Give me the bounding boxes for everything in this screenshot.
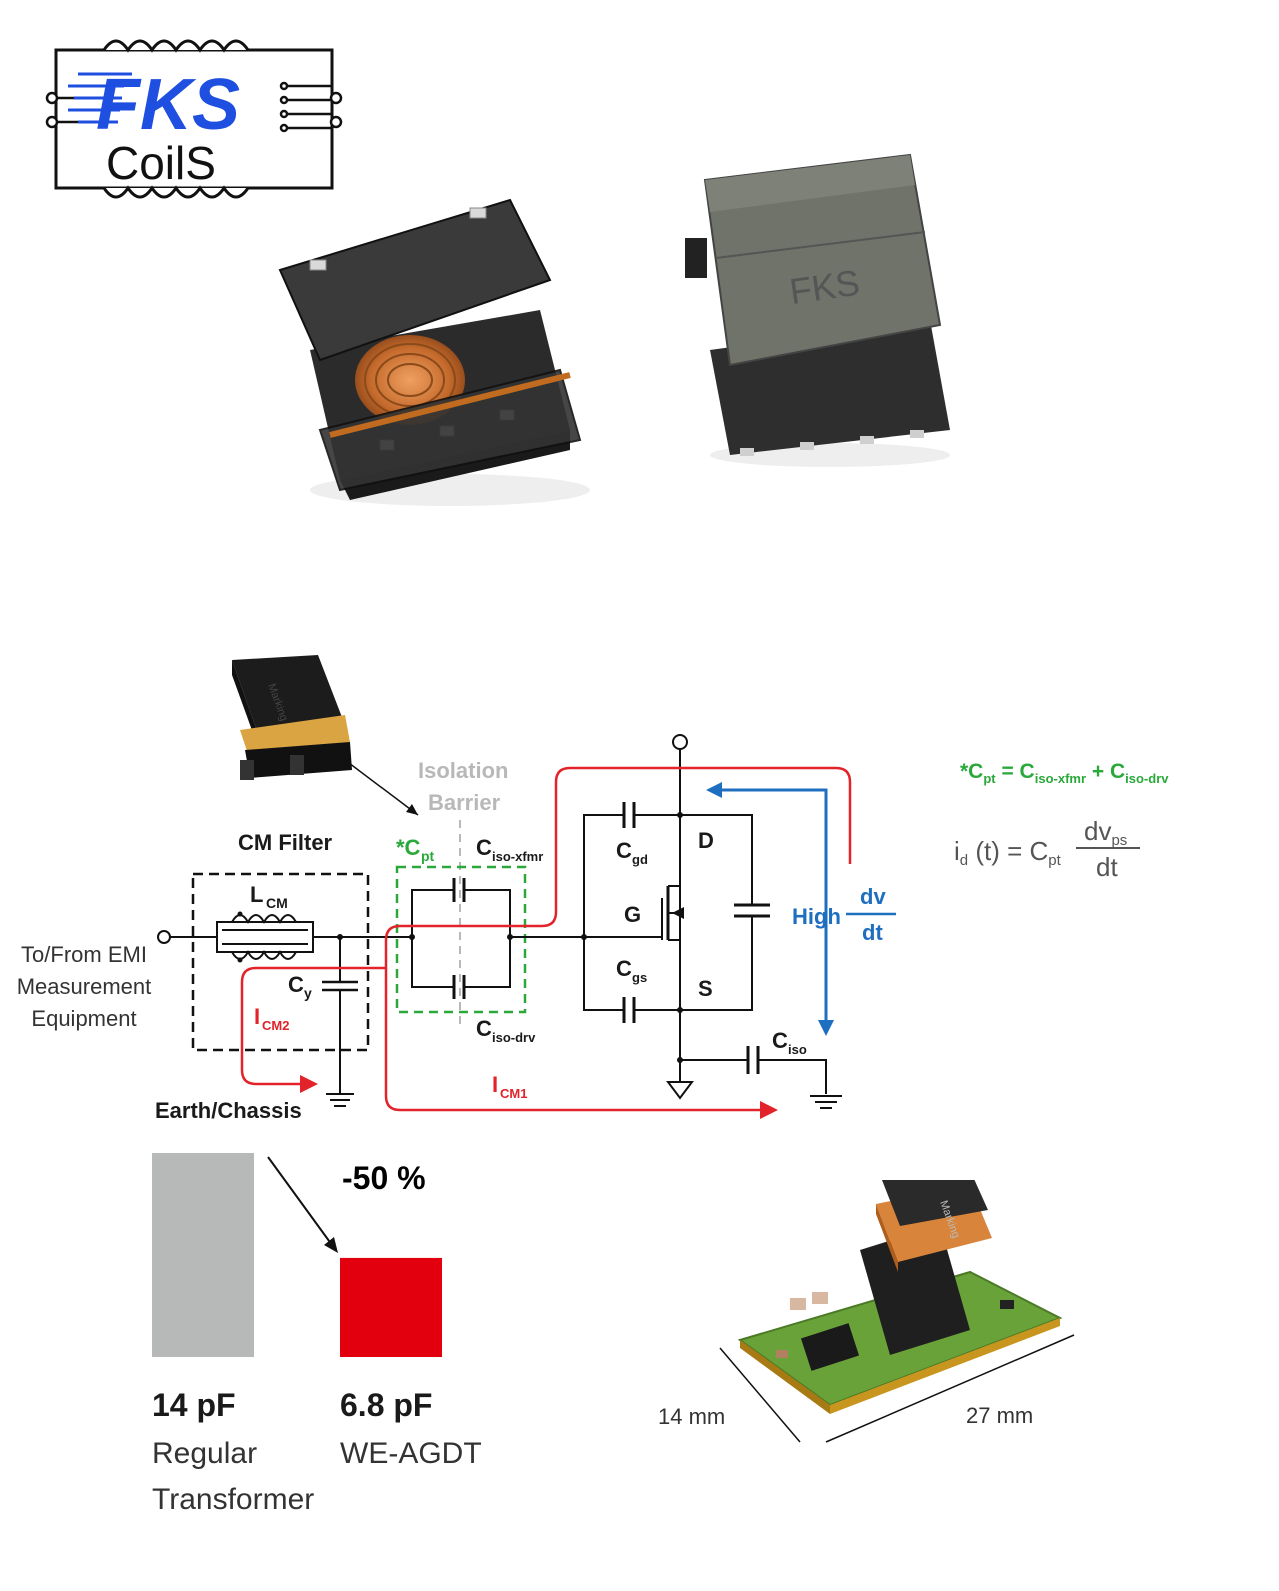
- coil-logo-graphic: FKS CoilS: [45, 39, 343, 199]
- svg-text:pt: pt: [421, 848, 435, 864]
- svg-text:D: D: [698, 828, 714, 853]
- isolation-barrier-label-1: Isolation: [418, 758, 508, 783]
- pcb-module-svg: Marking 14 mm 27 mm: [658, 1170, 1075, 1443]
- cm-filter-label: CM Filter: [238, 830, 333, 855]
- bar-value-label-1: 6.8 pF: [340, 1387, 433, 1423]
- part-marking-text: FKS: [787, 262, 862, 312]
- svg-text:gd: gd: [632, 852, 648, 867]
- ground-icon: [326, 1093, 354, 1107]
- open-transformer-icon: [278, 198, 590, 506]
- svg-text:Earth/Chassis: Earth/Chassis: [155, 1098, 302, 1123]
- svg-text:I: I: [492, 1072, 498, 1097]
- logo-coils-text: CoilS: [106, 137, 216, 189]
- bar-category-label-0a: Regular: [152, 1437, 258, 1470]
- supply-terminal: [672, 734, 688, 750]
- fks-coils-logo: FKS CoilS: [44, 34, 344, 204]
- icm1-current-path: [384, 766, 852, 1112]
- bar-value-label-0: 14 pF: [152, 1387, 236, 1423]
- svg-text:gs: gs: [632, 970, 647, 985]
- circuit-diagram: Marking Isolation Barrier CM Filter L CM: [0, 650, 980, 1130]
- formula-svg: *Cpt = Ciso-xfmr + Ciso-drv id (t) = Cpt…: [954, 760, 1169, 882]
- local-ground-icon: [666, 1081, 694, 1100]
- reduction-percent: -50 %: [342, 1160, 426, 1196]
- icm2-current-path: [240, 966, 386, 1086]
- dim-line-width: [719, 1347, 801, 1443]
- svg-text:CM1: CM1: [500, 1086, 527, 1101]
- capacitance-bar-chart: -50 % 14 pF 6.8 pF Regular Transformer W…: [140, 1145, 500, 1535]
- svg-text:iso-xfmr: iso-xfmr: [492, 849, 543, 864]
- svg-text:S: S: [698, 976, 713, 1001]
- dvdt-arrow: [712, 788, 828, 1030]
- earth-ground-icon: [810, 1095, 842, 1109]
- svg-text:C: C: [616, 838, 632, 863]
- open-transformer-photo: [270, 190, 600, 510]
- svg-text:I: I: [254, 1004, 260, 1029]
- svg-text:L: L: [250, 882, 263, 907]
- svg-text:iso: iso: [788, 1042, 807, 1057]
- id-formula: id (t) = Cpt: [954, 836, 1062, 869]
- closed-transformer-photo: FKS: [680, 150, 970, 470]
- svg-text:Equipment: Equipment: [31, 1006, 136, 1031]
- closed-transformer-icon: FKS: [685, 153, 950, 467]
- svg-text:*C: *C: [396, 835, 421, 860]
- svg-text:dt: dt: [1096, 852, 1118, 882]
- bar-0: [152, 1153, 254, 1357]
- circuit-diagram-svg: Marking Isolation Barrier CM Filter L CM: [17, 655, 896, 1123]
- formula-panel: *Cpt = Ciso-xfmr + Ciso-drv id (t) = Cpt…: [950, 740, 1250, 900]
- cm-filter-box: [191, 872, 370, 1052]
- svg-text:iso-drv: iso-drv: [492, 1030, 536, 1045]
- logo-fks-text: FKS: [96, 65, 240, 145]
- svg-text:C: C: [476, 835, 492, 860]
- svg-text:dv: dv: [860, 884, 886, 909]
- bar-1: [340, 1257, 442, 1357]
- svg-text:C: C: [288, 972, 304, 997]
- svg-text:To/From EMI: To/From EMI: [21, 942, 147, 967]
- svg-text:CM: CM: [266, 895, 288, 911]
- pointer-arrow: [344, 759, 419, 816]
- svg-text:Measurement: Measurement: [17, 974, 152, 999]
- transformer-thumbnail-icon: Marking: [232, 655, 352, 780]
- svg-text:y: y: [304, 985, 312, 1001]
- pcb-module-photo: Marking 14 mm 27 mm: [640, 1170, 1100, 1470]
- bar-category-label-1: WE-AGDT: [340, 1437, 482, 1470]
- svg-text:dvps: dvps: [1084, 816, 1127, 849]
- bar-category-label-0b: Transformer: [152, 1483, 315, 1516]
- cpt-definition: *Cpt = Ciso-xfmr + Ciso-drv: [960, 760, 1169, 786]
- svg-text:C: C: [616, 956, 632, 981]
- bar-chart-svg: -50 %: [152, 1153, 442, 1357]
- svg-text:dt: dt: [862, 920, 883, 945]
- dim-line-length: [825, 1334, 1075, 1443]
- dim-width-label: 14 mm: [658, 1404, 725, 1429]
- svg-text:CM2: CM2: [262, 1018, 289, 1033]
- svg-text:G: G: [624, 902, 641, 927]
- svg-text:C: C: [476, 1016, 492, 1041]
- mosfet-symbol: [583, 748, 827, 1094]
- reduction-arrow: [267, 1156, 333, 1246]
- cpt-box: [395, 865, 527, 1014]
- isolation-barrier-label-2: Barrier: [428, 790, 501, 815]
- svg-text:High: High: [792, 904, 841, 929]
- dim-length-label: 27 mm: [966, 1403, 1033, 1428]
- lcm-choke: [216, 914, 314, 960]
- svg-text:C: C: [772, 1028, 788, 1053]
